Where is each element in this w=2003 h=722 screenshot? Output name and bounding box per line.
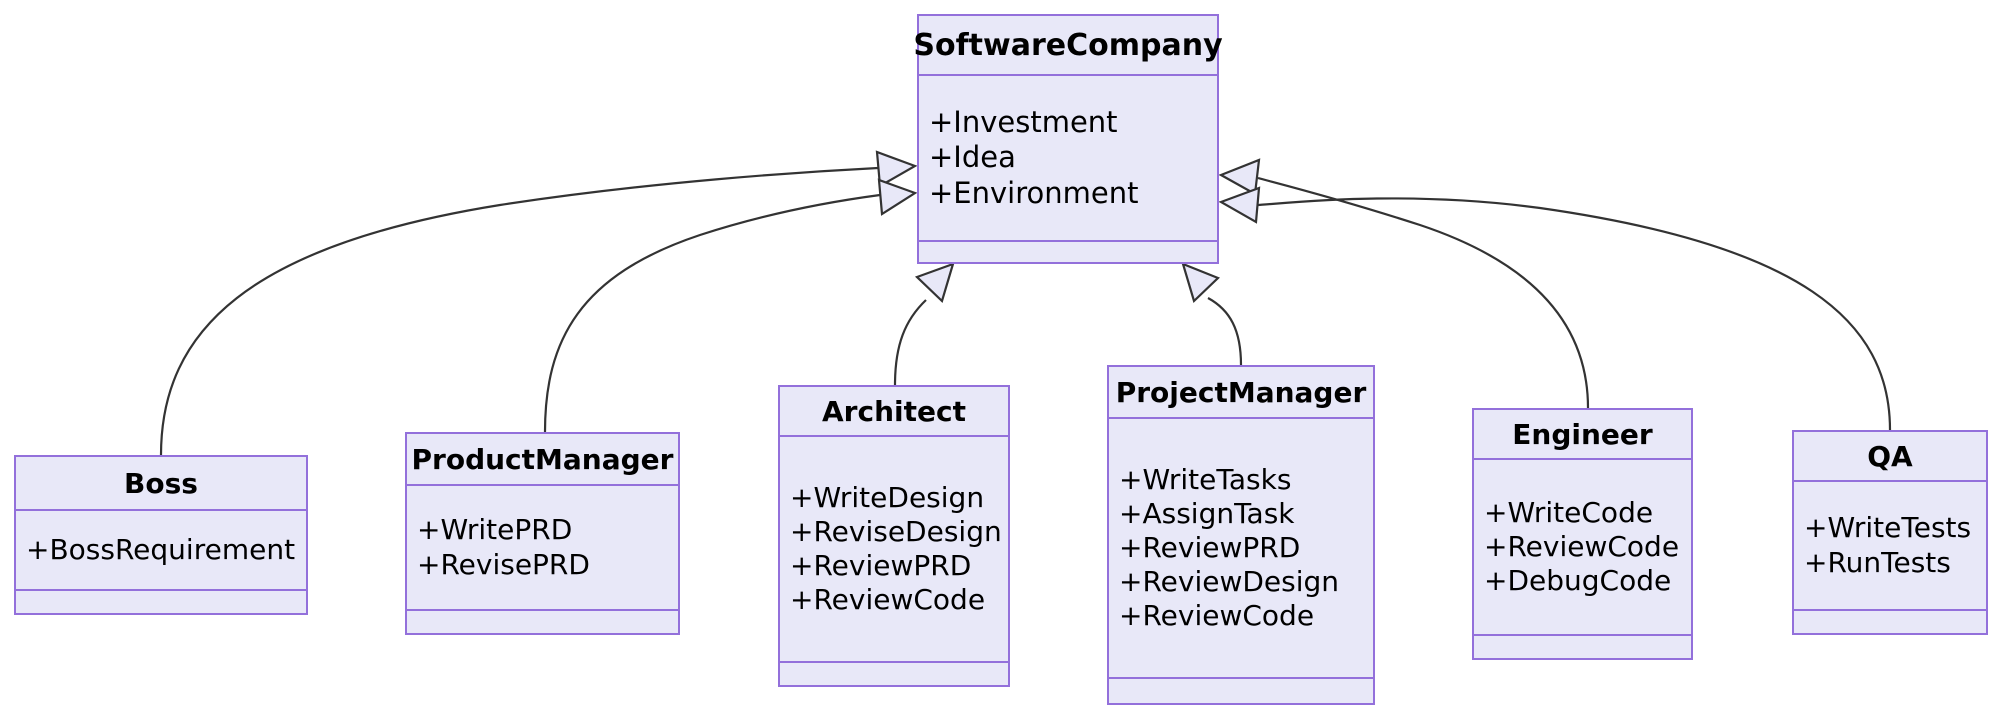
class-attributes-engineer: +WriteCode +ReviewCode +DebugCode [1474,460,1691,636]
class-box-projectmanager[interactable]: ProjectManager +WriteTasks +AssignTask +… [1107,365,1375,705]
edge-architect-to-softwarecompany [893,262,955,386]
class-attributes-softwarecompany: +Investment +Idea +Environment [919,76,1217,242]
class-methods-architect [780,663,1008,685]
attribute-row: +Idea [929,140,1016,175]
inheritance-arrowhead-boss [875,150,918,188]
attribute-row: +DebugCode [1484,564,1672,598]
class-title-productmanager: ProductManager [407,434,678,486]
class-attributes-productmanager: +WritePRD +RevisePRD [407,486,678,611]
attribute-row: +WriteDesign [790,480,985,514]
attribute-row: +BossRequirement [26,532,296,566]
class-box-architect[interactable]: Architect +WriteDesign +ReviseDesign +Re… [778,385,1010,687]
attribute-row: +ReviewDesign [1119,565,1340,599]
inheritance-arrowhead-productmanager [877,178,918,216]
class-title-softwarecompany: SoftwareCompany [913,16,1223,76]
class-box-boss[interactable]: Boss +BossRequirement [14,455,308,615]
class-attributes-boss: +BossRequirement [16,511,306,591]
class-title-architect: Architect [780,387,1008,437]
edge-line-projectmanager [1207,297,1243,366]
inheritance-arrowhead-architect [914,262,955,304]
edge-projectmanager-to-softwarecompany [1181,262,1243,366]
inheritance-arrowhead-engineer [1218,158,1261,196]
attribute-row: +WritePRD [417,513,573,547]
inheritance-arrowhead-qa [1218,186,1261,224]
class-methods-softwarecompany [919,242,1217,262]
attribute-row: +ReviewPRD [1119,530,1301,564]
class-title-boss: Boss [16,457,306,511]
class-attributes-projectmanager: +WriteTasks +AssignTask +ReviewPRD +Revi… [1109,419,1373,679]
attribute-row: +ReviewCode [790,583,986,617]
class-methods-projectmanager [1109,679,1373,703]
class-box-softwarecompany[interactable]: SoftwareCompany +Investment +Idea +Envir… [913,14,1223,264]
class-title-qa: QA [1794,432,1986,482]
class-title-engineer: Engineer [1474,410,1691,460]
attribute-row: +ReviewPRD [790,549,972,582]
edge-line-boss [159,166,879,456]
attribute-row: +WriteTests [1804,511,1972,545]
inheritance-arrowhead-projectmanager [1181,262,1220,304]
attribute-row: +ReviewCode [1119,599,1315,633]
class-methods-engineer [1474,636,1691,658]
class-box-productmanager[interactable]: ProductManager +WritePRD +RevisePRD [405,432,680,635]
attribute-row: +ReviseDesign [790,514,1002,548]
class-box-qa[interactable]: QA +WriteTests +RunTests [1792,430,1988,635]
attribute-row: +RunTests [1804,545,1951,579]
attribute-row: +ReviewCode [1484,529,1680,563]
class-methods-qa [1794,611,1986,633]
class-methods-boss [16,591,306,613]
class-attributes-qa: +WriteTests +RunTests [1794,482,1986,611]
edge-line-architect [893,299,927,386]
attribute-row: +Investment [929,104,1118,139]
attribute-row: +WriteTasks [1119,462,1292,496]
class-title-projectmanager: ProjectManager [1109,367,1373,419]
attribute-row: +AssignTask [1119,496,1295,530]
attribute-row: +WriteCode [1484,495,1654,529]
class-box-engineer[interactable]: Engineer +WriteCode +ReviewCode +DebugCo… [1472,408,1693,660]
attribute-row: +RevisePRD [417,547,590,581]
class-attributes-architect: +WriteDesign +ReviseDesign +ReviewPRD +R… [780,437,1008,663]
class-methods-productmanager [407,611,678,633]
attribute-row: +Environment [929,175,1139,210]
